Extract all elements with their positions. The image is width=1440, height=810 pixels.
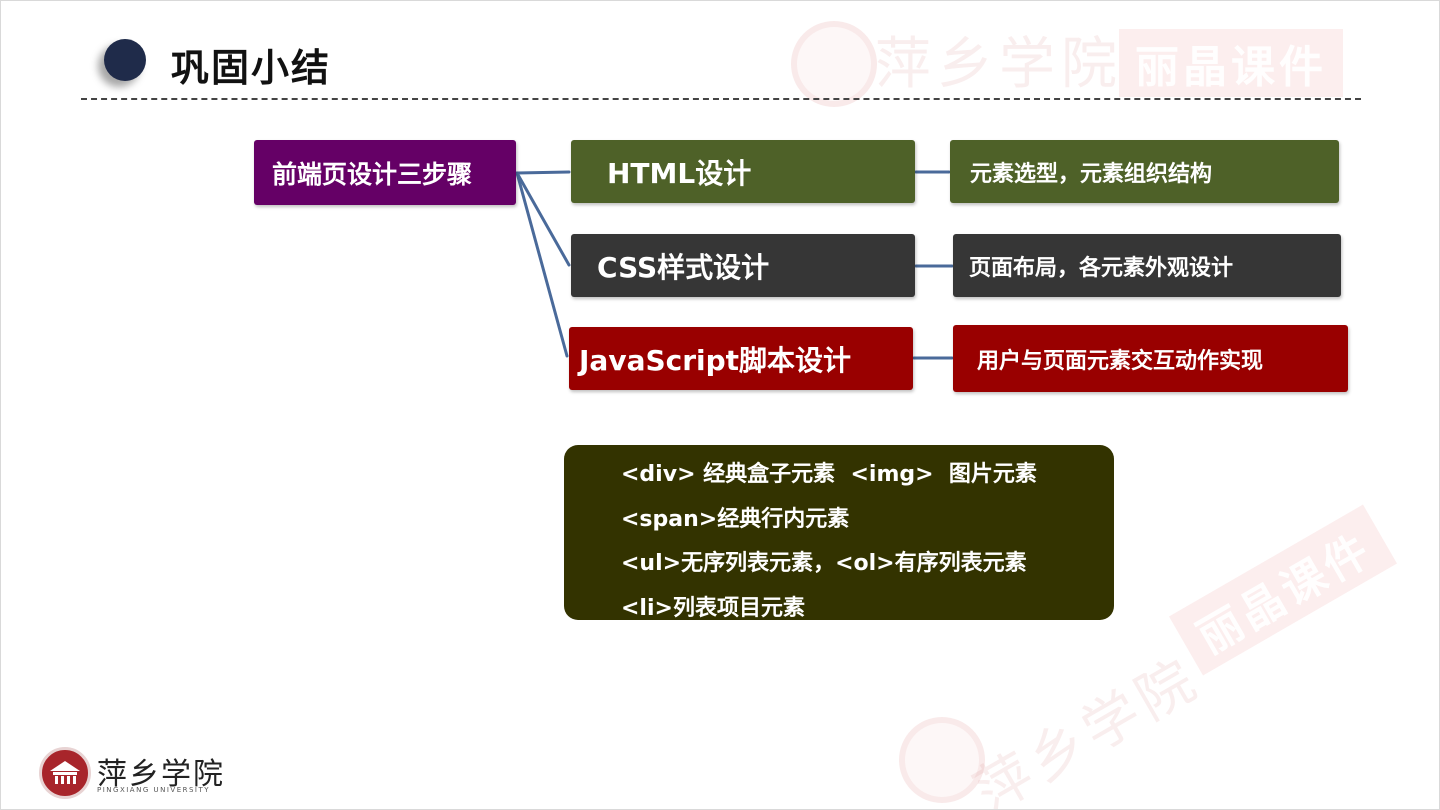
connector-root-css bbox=[515, 171, 571, 267]
mindmap-root: 前端页设计三步骤 bbox=[254, 140, 516, 205]
university-name-english: PINGXIANG UNIVERSITY bbox=[97, 786, 211, 794]
university-logo-icon bbox=[39, 747, 91, 799]
connector-root-js bbox=[515, 171, 569, 358]
step-javascript: JavaScript脚本设计 bbox=[569, 327, 913, 390]
code-line: <li>列表项目元素 bbox=[621, 595, 805, 621]
html-elements-box: <div> 经典盒子元素 <img> 图片元素 <span>经典行内元素 <ul… bbox=[564, 445, 1114, 621]
step-css-description: 页面布局，各元素外观设计 bbox=[953, 234, 1341, 297]
university-name: 萍乡学院 bbox=[97, 757, 225, 792]
step-html: HTML设计 bbox=[571, 140, 915, 203]
title-divider bbox=[81, 98, 1361, 100]
code-line: <span>经典行内元素 bbox=[621, 506, 850, 532]
code-line: <ul>无序列表元素，<ol>有序列表元素 bbox=[621, 551, 1027, 576]
step-javascript-description: 用户与页面元素交互动作实现 bbox=[953, 325, 1348, 392]
step-css: CSS样式设计 bbox=[571, 234, 915, 297]
building-icon bbox=[50, 761, 80, 784]
step-html-description: 元素选型，元素组织结构 bbox=[950, 140, 1339, 203]
title-bullet-icon bbox=[104, 39, 146, 81]
code-line: <div> 经典盒子元素 <img> 图片元素 bbox=[621, 462, 1037, 487]
page-title: 巩固小结 bbox=[171, 46, 332, 90]
connector-root-html bbox=[515, 170, 571, 175]
